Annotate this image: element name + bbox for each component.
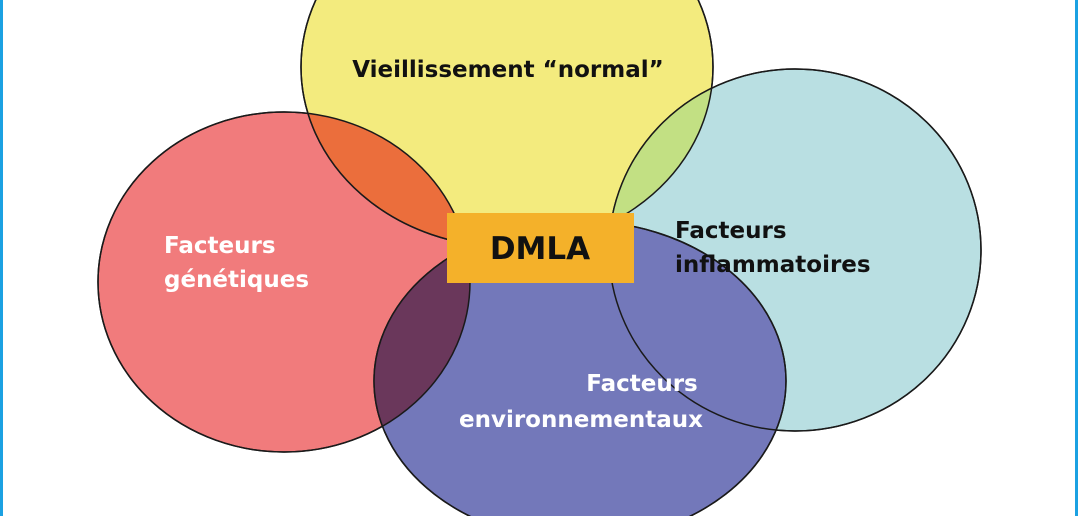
label-inflammatory: Facteurs inflammatoires xyxy=(675,218,871,278)
overlap-aging-genetic xyxy=(301,112,470,247)
center-label: DMLA xyxy=(490,231,590,267)
label-aging: Vieillissement “normal” xyxy=(352,57,663,83)
label-environmental: Facteurs environnementaux xyxy=(459,371,706,433)
center-box xyxy=(447,213,634,283)
label-genetic: Facteurs génétiques xyxy=(164,233,309,293)
